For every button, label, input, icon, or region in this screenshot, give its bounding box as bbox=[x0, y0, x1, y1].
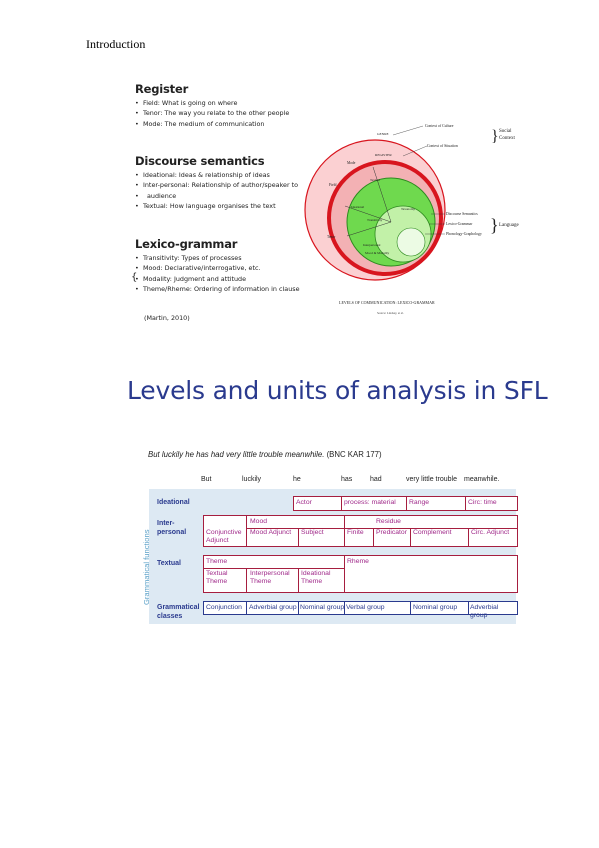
discourse-semantics-label: Discourse Semantics bbox=[446, 212, 478, 216]
lexico-item: Mood: Declarative/interrogative, etc. bbox=[135, 263, 300, 274]
social-context-brace: } bbox=[491, 128, 499, 145]
cell-predicator: Predicator bbox=[376, 529, 407, 536]
cell-complement: Complement bbox=[413, 529, 452, 536]
classes-row: Conjunction Adverbial group Nominal grou… bbox=[203, 601, 518, 619]
cell-ideational-theme: Ideational Theme bbox=[301, 570, 331, 585]
word: he bbox=[293, 476, 301, 483]
discourse-item: audience bbox=[135, 191, 298, 202]
cell-rheme: Rheme bbox=[347, 558, 369, 565]
cell-conjunction: Conjunction bbox=[206, 604, 242, 611]
diagram-caption: LEVELS OF COMMUNICATION: LEXICO-GRAMMAR bbox=[339, 300, 435, 305]
cell-residue: Residue bbox=[376, 518, 401, 525]
word: had bbox=[370, 476, 382, 483]
cell-textual-theme: Textual Theme bbox=[206, 570, 228, 585]
cell-adverbial-group: Adverbial group bbox=[470, 604, 499, 619]
discourse-section: Discourse semantics Ideational: Ideas & … bbox=[135, 154, 298, 212]
classes-row-label-1: Grammatical bbox=[157, 604, 200, 611]
cell-conjunctive-adjunct: Conjunctive Adjunct bbox=[206, 529, 242, 544]
cell-actor: Actor bbox=[296, 499, 312, 506]
tenor-label: Tenor bbox=[327, 235, 336, 239]
cell-verbal-group: Verbal group bbox=[346, 604, 385, 611]
diagram-credit: Source: Lindsay, et al. bbox=[377, 311, 404, 316]
cell-theme: Theme bbox=[206, 558, 228, 565]
page-header: Introduction bbox=[86, 37, 146, 51]
lexico-item: Modality: Judgment and attitude bbox=[135, 274, 300, 285]
word: luckily bbox=[242, 476, 262, 483]
cell-process: process: material bbox=[344, 499, 396, 506]
brace-mark: { bbox=[131, 272, 138, 283]
interpersonal-row-label-1: Inter- bbox=[157, 520, 175, 527]
cell-interpersonal-theme: Interpersonal Theme bbox=[250, 570, 290, 585]
sentence-ref: (BNC KAR 177) bbox=[326, 450, 382, 459]
interpersonal-block: Mood Residue Conjunctive Adjunct Mood Ad… bbox=[203, 515, 518, 547]
table-panel: Grammatical functions Ideational Inter- … bbox=[142, 489, 518, 624]
cell-adverbial-group: Adverbial group bbox=[249, 604, 297, 611]
citation: (Martin, 2010) bbox=[144, 314, 190, 322]
textual-label: Textual bbox=[370, 178, 380, 182]
lexico-grammar-label: Lexico-Grammar bbox=[446, 222, 473, 226]
cell-subject: Subject bbox=[301, 529, 324, 536]
discourse-item: Textual: How language organises the text bbox=[135, 201, 298, 212]
lexico-item: Transitivity: Types of processes bbox=[135, 253, 300, 264]
ideational-row: Actor process: material Range Circ: time bbox=[293, 496, 518, 511]
classes-row-label-2: classes bbox=[157, 613, 183, 620]
mode-label: Mode bbox=[347, 161, 356, 165]
phonology-label: Phonology-Graphology bbox=[446, 232, 482, 236]
context-label: Context bbox=[499, 136, 515, 141]
cell-mood: Mood bbox=[250, 518, 268, 525]
interpersonal-row-label-2: personal bbox=[157, 529, 187, 536]
register-title: Register bbox=[135, 82, 189, 96]
ideational-label: Ideational bbox=[351, 205, 364, 209]
lexico-item: Theme/Rheme: Ordering of information in … bbox=[135, 284, 300, 295]
register-item: Mode: The medium of communication bbox=[135, 119, 289, 130]
genre-label: GENRE bbox=[377, 132, 389, 136]
word: meanwhile. bbox=[464, 476, 500, 483]
discourse-item: Ideational: Ideas & relationship of idea… bbox=[135, 170, 298, 181]
word: has bbox=[341, 476, 353, 483]
sfl-analysis-table: But luckily he has had very little troub… bbox=[142, 446, 520, 624]
word: very little trouble bbox=[406, 476, 457, 483]
language-brace: } bbox=[490, 215, 499, 235]
lexico-section: Lexico-grammar Transitivity: Types of pr… bbox=[135, 237, 300, 295]
ideational-row-label: Ideational bbox=[157, 499, 190, 506]
grammatical-functions-label: Grammatical functions bbox=[142, 529, 151, 605]
section-heading: Levels and units of analysis in SFL bbox=[127, 376, 548, 405]
cell-range: Range bbox=[409, 499, 430, 506]
sentence-text: But luckily he has had very little troub… bbox=[148, 450, 325, 459]
cell-circ-time: Circ: time bbox=[468, 499, 497, 506]
cell-nominal-group: Nominal group bbox=[413, 604, 458, 611]
cell-nominal-group: Nominal group bbox=[300, 604, 345, 611]
register-section: Register Field: What is going on where T… bbox=[135, 82, 289, 130]
example-sentence: But luckily he has had very little troub… bbox=[148, 450, 382, 459]
cell-circ-adjunct: Circ. Adjunct bbox=[471, 529, 510, 536]
cell-finite: Finite bbox=[347, 529, 364, 536]
discourse-title: Discourse semantics bbox=[135, 154, 265, 168]
register-item: Tenor: The way you relate to the other p… bbox=[135, 108, 289, 119]
textual-block: Theme Rheme Textual Theme Interpersonal … bbox=[203, 555, 518, 593]
interpersonal-label: Interpersonal bbox=[363, 243, 380, 247]
textual-row-label: Textual bbox=[157, 560, 181, 567]
field-label: Field bbox=[329, 183, 337, 187]
transitivity-label: Transitivity bbox=[367, 218, 383, 222]
social-label: Social bbox=[499, 129, 512, 134]
word: But bbox=[201, 476, 212, 483]
discourse-item: Inter-personal: Relationship of author/s… bbox=[135, 180, 298, 191]
language-label: Language bbox=[499, 223, 519, 228]
context-situation-label: Context of Situation bbox=[427, 144, 458, 148]
phonology-circle bbox=[396, 227, 426, 257]
register-label: REGISTER bbox=[375, 153, 392, 157]
taxonomy-label: Taxonomy bbox=[401, 207, 415, 211]
lexico-title: Lexico-grammar bbox=[135, 237, 238, 251]
cell-mood-adjunct: Mood Adjunct bbox=[250, 529, 292, 536]
context-culture-label: Context of Culture bbox=[425, 124, 454, 128]
mood-modality-label: Mood & Modality bbox=[365, 251, 390, 255]
levels-diagram: GENRE REGISTER Mode Field Tenor Textual … bbox=[304, 124, 519, 316]
register-item: Field: What is going on where bbox=[135, 98, 289, 109]
register-figure: Register Field: What is going on where T… bbox=[127, 78, 537, 330]
